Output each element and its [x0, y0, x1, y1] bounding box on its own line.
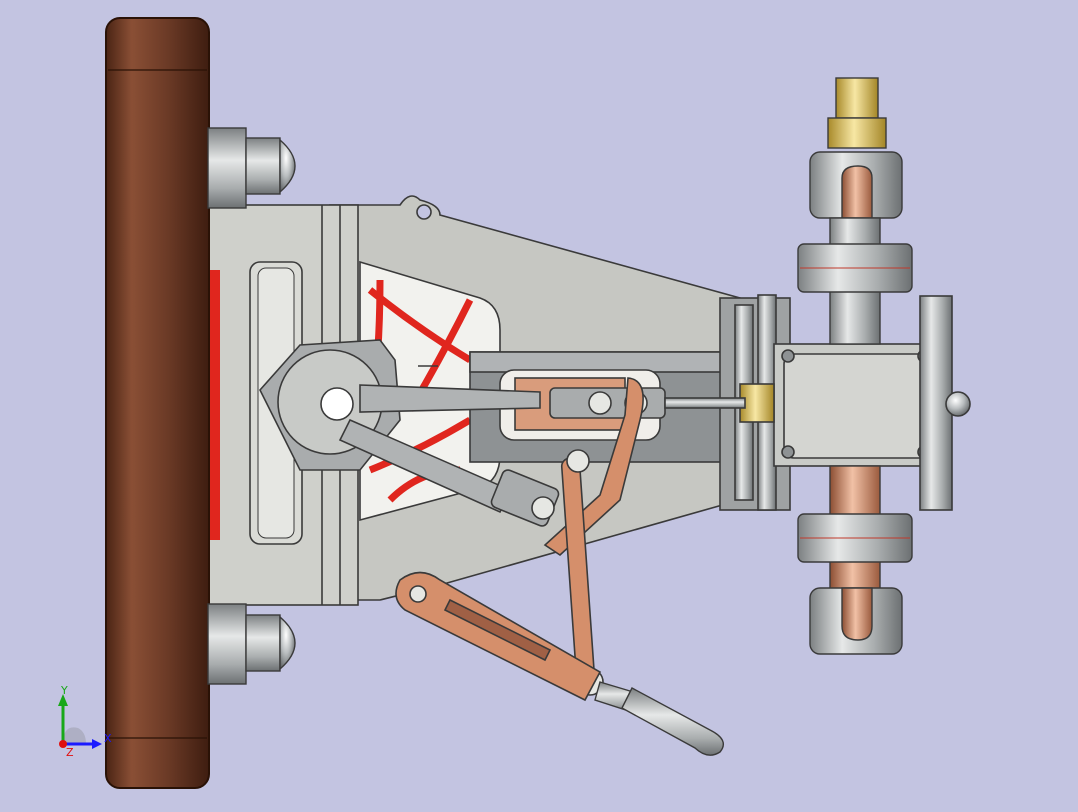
steam-inlet-pipe[interactable] — [797, 77, 913, 345]
exhaust-pipe[interactable] — [797, 465, 913, 655]
z-axis-dot — [59, 740, 67, 748]
flywheel-spokes — [210, 270, 474, 540]
flywheel[interactable] — [105, 17, 210, 789]
x-axis-label: X — [104, 732, 112, 745]
reversing-lever[interactable] — [395, 571, 602, 702]
z-axis-label: Z — [66, 746, 74, 759]
coordinate-triad: Y X Z — [40, 680, 120, 760]
steam-chest[interactable] — [739, 295, 971, 511]
y-axis-label: Y — [60, 684, 68, 697]
control-handle[interactable] — [594, 681, 724, 756]
bearing-bolt-bottom[interactable] — [207, 603, 296, 685]
connecting-rod[interactable] — [338, 418, 560, 528]
bearing-bolt-top[interactable] — [207, 127, 296, 209]
